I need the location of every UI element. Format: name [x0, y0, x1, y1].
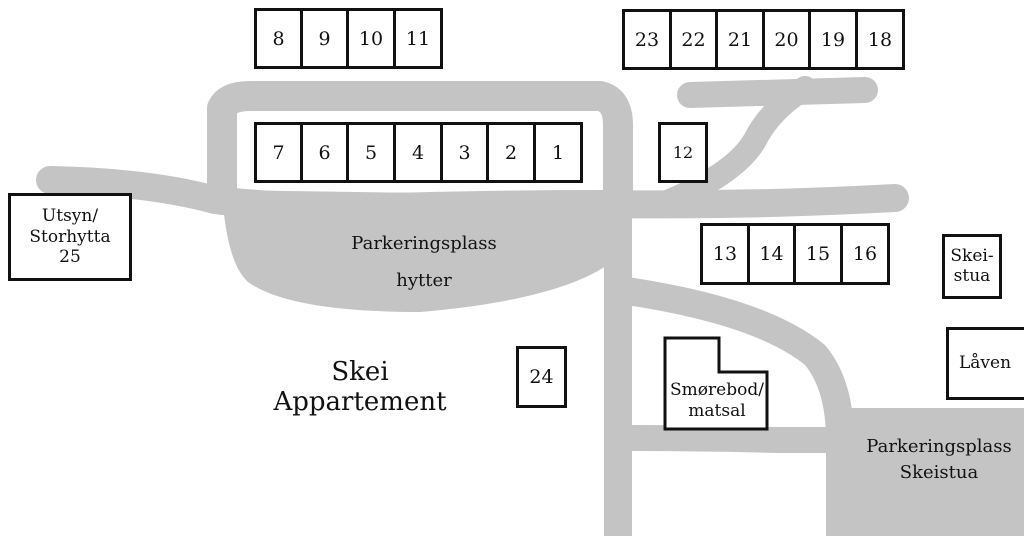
cabin-number: 16 [852, 243, 878, 265]
cabin-number: 19 [820, 28, 846, 51]
cabin-20[interactable]: 20 [762, 9, 811, 70]
building-name-line2: stua [953, 265, 991, 286]
road-loop [207, 81, 633, 215]
cabin-number: 15 [805, 243, 831, 265]
skei-appartement-line2: Appartement [273, 386, 447, 417]
parking-cabins-line1: Parkeringsplass [351, 233, 497, 254]
cabin-16[interactable]: 16 [840, 223, 890, 285]
building-smorebod-outline[interactable] [662, 335, 772, 433]
cabin-number: 5 [364, 141, 378, 164]
cabin-11[interactable]: 11 [393, 8, 443, 69]
building-name-line2: Storhytta [29, 226, 111, 247]
cabin-number: 23 [634, 28, 660, 51]
road-east [612, 425, 1024, 453]
cabin-number: 13 [712, 243, 738, 265]
road-curve [606, 276, 854, 536]
cabin-4[interactable]: 4 [393, 122, 443, 183]
cabin-14[interactable]: 14 [747, 223, 796, 285]
cabin-number: 7 [272, 141, 285, 164]
cabin-number: 21 [727, 28, 753, 51]
cabin-22[interactable]: 22 [669, 9, 718, 70]
cabin-6[interactable]: 6 [300, 122, 349, 183]
cabin-number: 1 [551, 141, 565, 164]
cabin-number: 22 [681, 28, 706, 51]
cabin-2[interactable]: 2 [486, 122, 536, 183]
cabin-8[interactable]: 8 [254, 8, 303, 69]
parking-skeistua-line1: Parkeringsplass [866, 436, 1012, 457]
cabin-5[interactable]: 5 [346, 122, 396, 183]
cabin-number: 10 [358, 27, 384, 50]
building-name-line1: Utsyn/ [41, 206, 99, 227]
parking-area-skeistua [848, 408, 1024, 536]
parking-cabins-label: Parkeringsplass hytter [324, 226, 524, 300]
cabin-24[interactable]: 24 [516, 346, 567, 408]
smorebod-label-line2: matsal [688, 401, 746, 422]
cabin-21[interactable]: 21 [715, 9, 765, 70]
skei-appartement-line1: Skei [331, 357, 389, 387]
building-skeistua[interactable]: Skei- stua [942, 234, 1002, 299]
cabin-15[interactable]: 15 [793, 223, 843, 285]
cabin-number: 6 [318, 141, 331, 164]
building-laaven[interactable]: Låven [946, 327, 1024, 400]
cabin-number: 11 [405, 27, 431, 50]
cabin-13[interactable]: 13 [700, 223, 750, 285]
building-name-line1: Skei- [950, 245, 994, 266]
cabin-23[interactable]: 23 [622, 9, 672, 70]
building-number: 25 [59, 247, 81, 268]
building-utsyn-storhytta[interactable]: Utsyn/ Storhytta 25 [8, 193, 132, 281]
cabin-number: 4 [411, 141, 425, 164]
parking-cabins-line2: hytter [396, 269, 452, 291]
parking-skeistua-line2: Skeistua [899, 462, 979, 484]
parking-skeistua-label: Parkeringsplass Skeistua [854, 434, 1024, 486]
cabin-10[interactable]: 10 [346, 8, 396, 69]
cabin-7[interactable]: 7 [254, 122, 303, 183]
cabin-1[interactable]: 1 [533, 122, 583, 183]
cabin-number: 14 [759, 243, 784, 265]
smorebod-label: Smørebod/ matsal [662, 380, 772, 423]
cabin-19[interactable]: 19 [808, 9, 858, 70]
cabin-number: 20 [774, 28, 799, 51]
cabin-number: 18 [867, 28, 893, 51]
cabin-number: 2 [504, 141, 518, 164]
cabin-3[interactable]: 3 [440, 122, 489, 183]
cabin-18[interactable]: 18 [855, 9, 905, 70]
cabin-9[interactable]: 9 [300, 8, 349, 69]
cabin-number: 8 [272, 27, 285, 50]
skei-appartement-label: Skei Appartement [260, 357, 460, 418]
cabin-12[interactable]: 12 [658, 122, 708, 183]
cabin-number: 3 [458, 141, 471, 164]
building-name: Låven [959, 353, 1012, 374]
cabin-number: 12 [672, 143, 694, 162]
road-upper-right [677, 77, 878, 108]
smorebod-label-line1: Smørebod/ [670, 380, 764, 400]
cabin-number: 9 [318, 27, 331, 50]
road-fork [648, 76, 817, 217]
parking-area-cabins [222, 190, 622, 312]
cabin-number: 24 [529, 366, 554, 388]
